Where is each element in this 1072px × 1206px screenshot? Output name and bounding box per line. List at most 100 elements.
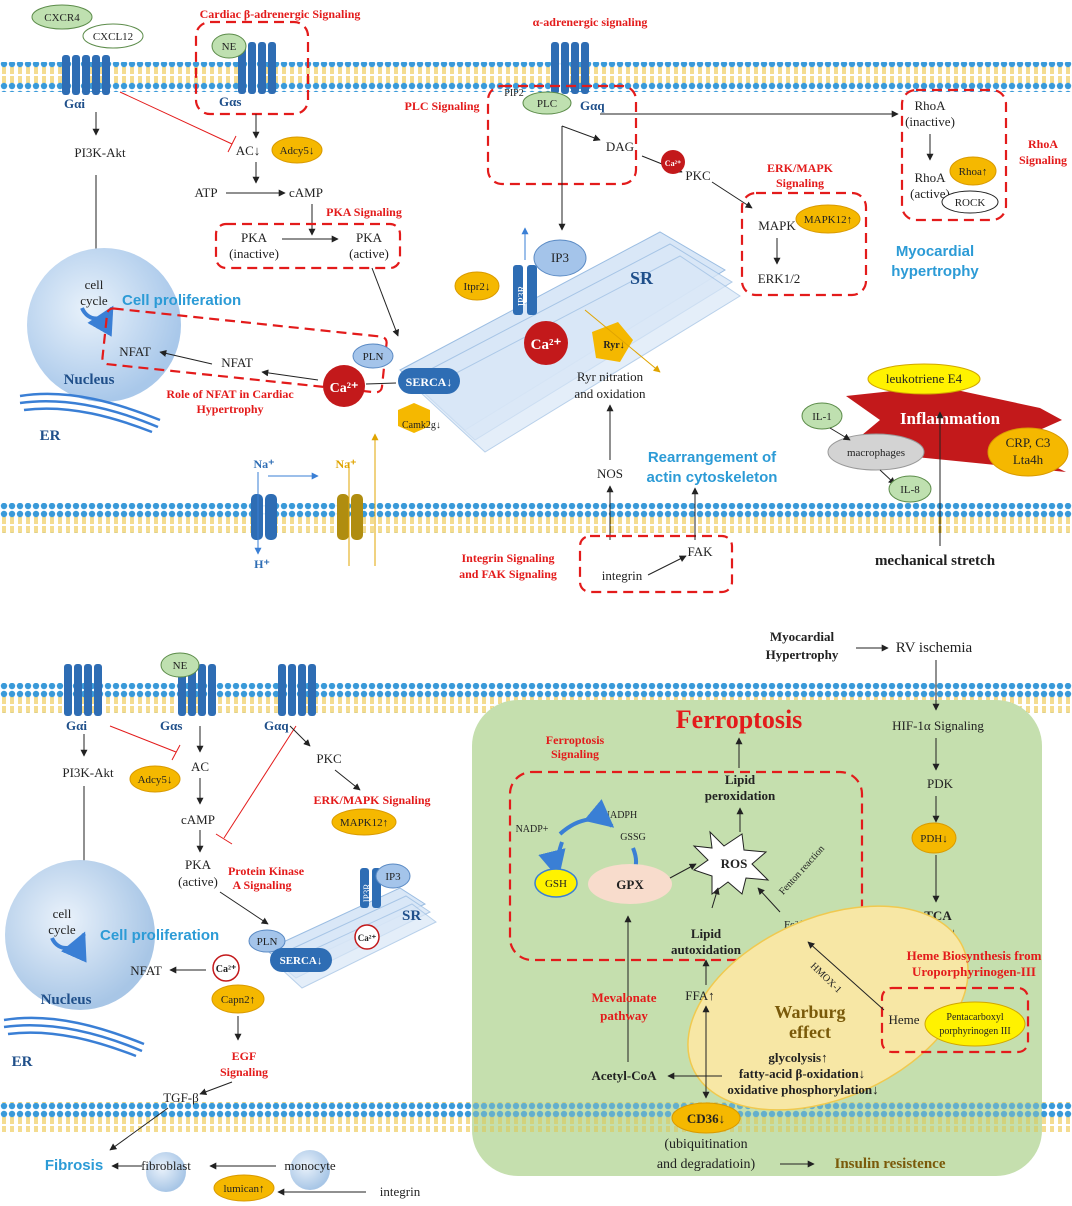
rhoa-inactive-1: RhoA bbox=[914, 98, 946, 113]
dag-node: DAG bbox=[606, 139, 634, 154]
plc-signaling-title: PLC Signaling bbox=[404, 99, 479, 113]
crp-1: CRP, C3 bbox=[1006, 435, 1051, 450]
ferro-sig-1: Ferroptosis bbox=[546, 733, 605, 747]
oxphos-label: oxidative phosphorylation↓ bbox=[727, 1082, 878, 1097]
leukotriene-badge bbox=[867, 363, 981, 395]
bottom-camp: cAMP bbox=[181, 812, 215, 827]
bottom-pi3k: PI3K-Akt bbox=[62, 765, 114, 780]
macrophages-cloud bbox=[827, 433, 925, 471]
top-lower-membrane bbox=[0, 503, 1072, 533]
pka-signaling-title: PKA Signaling bbox=[326, 205, 402, 219]
gsh-badge bbox=[534, 868, 578, 898]
ca-big-label: Ca²⁺ bbox=[330, 381, 359, 396]
bottom-ne-ligand bbox=[160, 652, 200, 678]
bottom-ip3-label: IP3 bbox=[385, 871, 401, 883]
plc-shape bbox=[522, 91, 572, 115]
bottom-cell-cycle-2: cycle bbox=[48, 922, 76, 937]
bottom-nucleus-label: Nucleus bbox=[41, 992, 92, 1008]
rearr-2: actin cytoskeleton bbox=[647, 469, 778, 486]
cardiac-beta-title: Cardiac β-adrenergic Signaling bbox=[200, 7, 361, 21]
pip2-label: PIP2 bbox=[504, 88, 523, 99]
myo-hyper-2: hypertrophy bbox=[891, 263, 979, 280]
capn2-badge bbox=[211, 984, 265, 1014]
bottom-cell-cycle-1: cell bbox=[53, 906, 72, 921]
bottom-pka-sig-1: Protein Kinase bbox=[228, 864, 305, 878]
bottom-mapk12-label: MAPK12↑ bbox=[340, 817, 388, 829]
cd36-label: CD36↓ bbox=[687, 1111, 725, 1126]
il1-label: IL-1 bbox=[812, 411, 832, 423]
rearr-1: Rearrangement of bbox=[648, 449, 777, 466]
pka-active-2: (active) bbox=[349, 246, 389, 261]
bottom-pln-shape bbox=[248, 929, 286, 953]
nfat-title-2: Hypertrophy bbox=[196, 402, 263, 416]
warburg-1: Warburg bbox=[774, 1002, 845, 1022]
tgfb-node: TGF-β bbox=[163, 1090, 199, 1105]
rhoa-title-2: Signaling bbox=[1019, 153, 1067, 167]
ip3-label: IP3 bbox=[551, 250, 569, 265]
nfat-cyto: NFAT bbox=[221, 355, 253, 370]
beta-receptor bbox=[238, 42, 276, 94]
bottom-nfat: NFAT bbox=[130, 963, 162, 978]
cxcr4-label: CXCR4 bbox=[44, 12, 80, 24]
bottom-gai-receptor bbox=[64, 664, 102, 716]
bottom-adcy5-label: Adcy5↓ bbox=[138, 774, 173, 786]
macrophages-label: macrophages bbox=[847, 447, 905, 459]
bottom-ca-sr-circle bbox=[354, 924, 380, 950]
erk12-node: ERK1/2 bbox=[758, 271, 801, 286]
ca-sr-circle bbox=[524, 321, 568, 365]
cd36-badge bbox=[671, 1102, 741, 1134]
bottom-pln-label: PLN bbox=[257, 936, 278, 948]
lipid-auto-2: autoxidation bbox=[671, 942, 742, 957]
camk2g-hexagon bbox=[398, 403, 430, 433]
mapk12-label: MAPK12↑ bbox=[804, 214, 852, 226]
na-channel bbox=[337, 494, 363, 540]
nos-node: NOS bbox=[597, 466, 623, 481]
ryr-label: Ryr↓ bbox=[603, 340, 624, 351]
rhoa-up-label: Rhoa↑ bbox=[959, 166, 988, 178]
mevalonate-2: pathway bbox=[600, 1008, 648, 1023]
lipid-perox-2: peroxidation bbox=[705, 788, 776, 803]
rhoa-active-2: (active) bbox=[910, 186, 950, 201]
egf-1: EGF bbox=[232, 1049, 257, 1063]
bottom-sr-label: SR bbox=[402, 908, 421, 924]
acetyl-coa: Acetyl-CoA bbox=[592, 1068, 658, 1083]
cell-cycle-arrow-icon bbox=[80, 305, 114, 337]
na-label-1: Na⁺ bbox=[254, 457, 275, 471]
ne-ligand bbox=[211, 33, 247, 59]
nfat-box bbox=[101, 307, 388, 394]
bottom-ac: AC bbox=[191, 759, 209, 774]
cell-cycle-2: cycle bbox=[80, 293, 108, 308]
integrin-title-2: and FAK Signaling bbox=[459, 567, 557, 581]
rv-ischemia: RV ischemia bbox=[896, 640, 973, 656]
ip3r-channel-right bbox=[527, 265, 537, 315]
bottom-serca-pump bbox=[270, 948, 332, 972]
bottom-ca-sr-label: Ca²⁺ bbox=[358, 933, 377, 943]
il8-badge bbox=[888, 475, 932, 503]
leukotriene-label: leukotriene E4 bbox=[886, 371, 963, 386]
crp-2: Lta4h bbox=[1013, 452, 1044, 467]
bottom-cell-prolif: Cell proliferation bbox=[100, 927, 219, 944]
cell-prolif-label: Cell proliferation bbox=[122, 292, 241, 309]
bottom-gaq-label: Gαq bbox=[264, 718, 289, 733]
heme-node: Heme bbox=[888, 1012, 919, 1027]
il1-badge bbox=[801, 402, 843, 430]
inflammation-label: Inflammation bbox=[900, 409, 1001, 428]
adcy5-badge bbox=[271, 136, 323, 164]
monocyte-label: monocyte bbox=[284, 1158, 335, 1173]
insulin-label: Insulin resistence bbox=[835, 1156, 946, 1172]
myo-hyper-1: Myocardial bbox=[896, 243, 974, 260]
fibroblast-label: fibroblast bbox=[141, 1158, 191, 1173]
bottom-adcy5-badge bbox=[129, 765, 181, 793]
fibrosis-label: Fibrosis bbox=[45, 1157, 103, 1174]
pentacarboxyl-2: porphyrinogen III bbox=[939, 1026, 1010, 1037]
erk-box bbox=[740, 191, 868, 297]
bottom-er-label: ER bbox=[12, 1054, 33, 1070]
er-label-top: ER bbox=[40, 428, 61, 444]
bottom-ca-circle bbox=[212, 954, 240, 982]
alpha-receptor bbox=[551, 42, 589, 94]
ne-label: NE bbox=[222, 41, 237, 53]
monocyte-cell bbox=[290, 1150, 330, 1190]
na-h-exchanger bbox=[251, 494, 277, 540]
pentacarboxyl-badge bbox=[924, 1001, 1026, 1047]
